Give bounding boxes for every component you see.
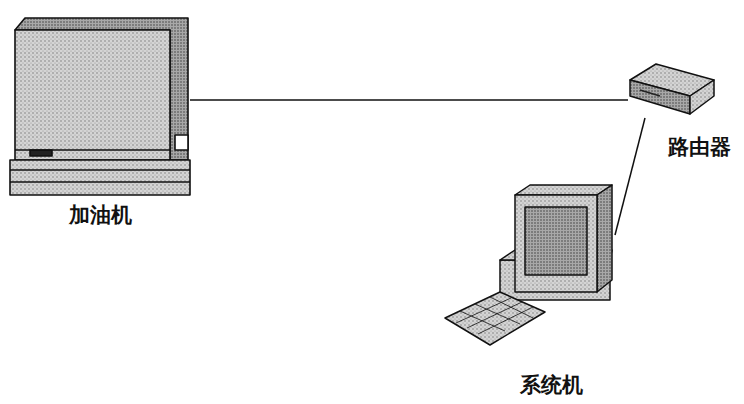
network-cable [615,118,645,235]
computer-drawing [445,185,612,345]
dispenser-drawing [10,18,190,195]
device-label: 路由器 [668,135,731,159]
device-node: 加油机 [10,10,190,195]
device-label: 加油机 [69,203,132,227]
device-label: 系统机 [520,373,583,397]
router-drawing [630,64,714,114]
device-node: 系统机 [445,180,615,350]
device-node: 路由器 [628,60,716,118]
network-cable [190,100,628,101]
